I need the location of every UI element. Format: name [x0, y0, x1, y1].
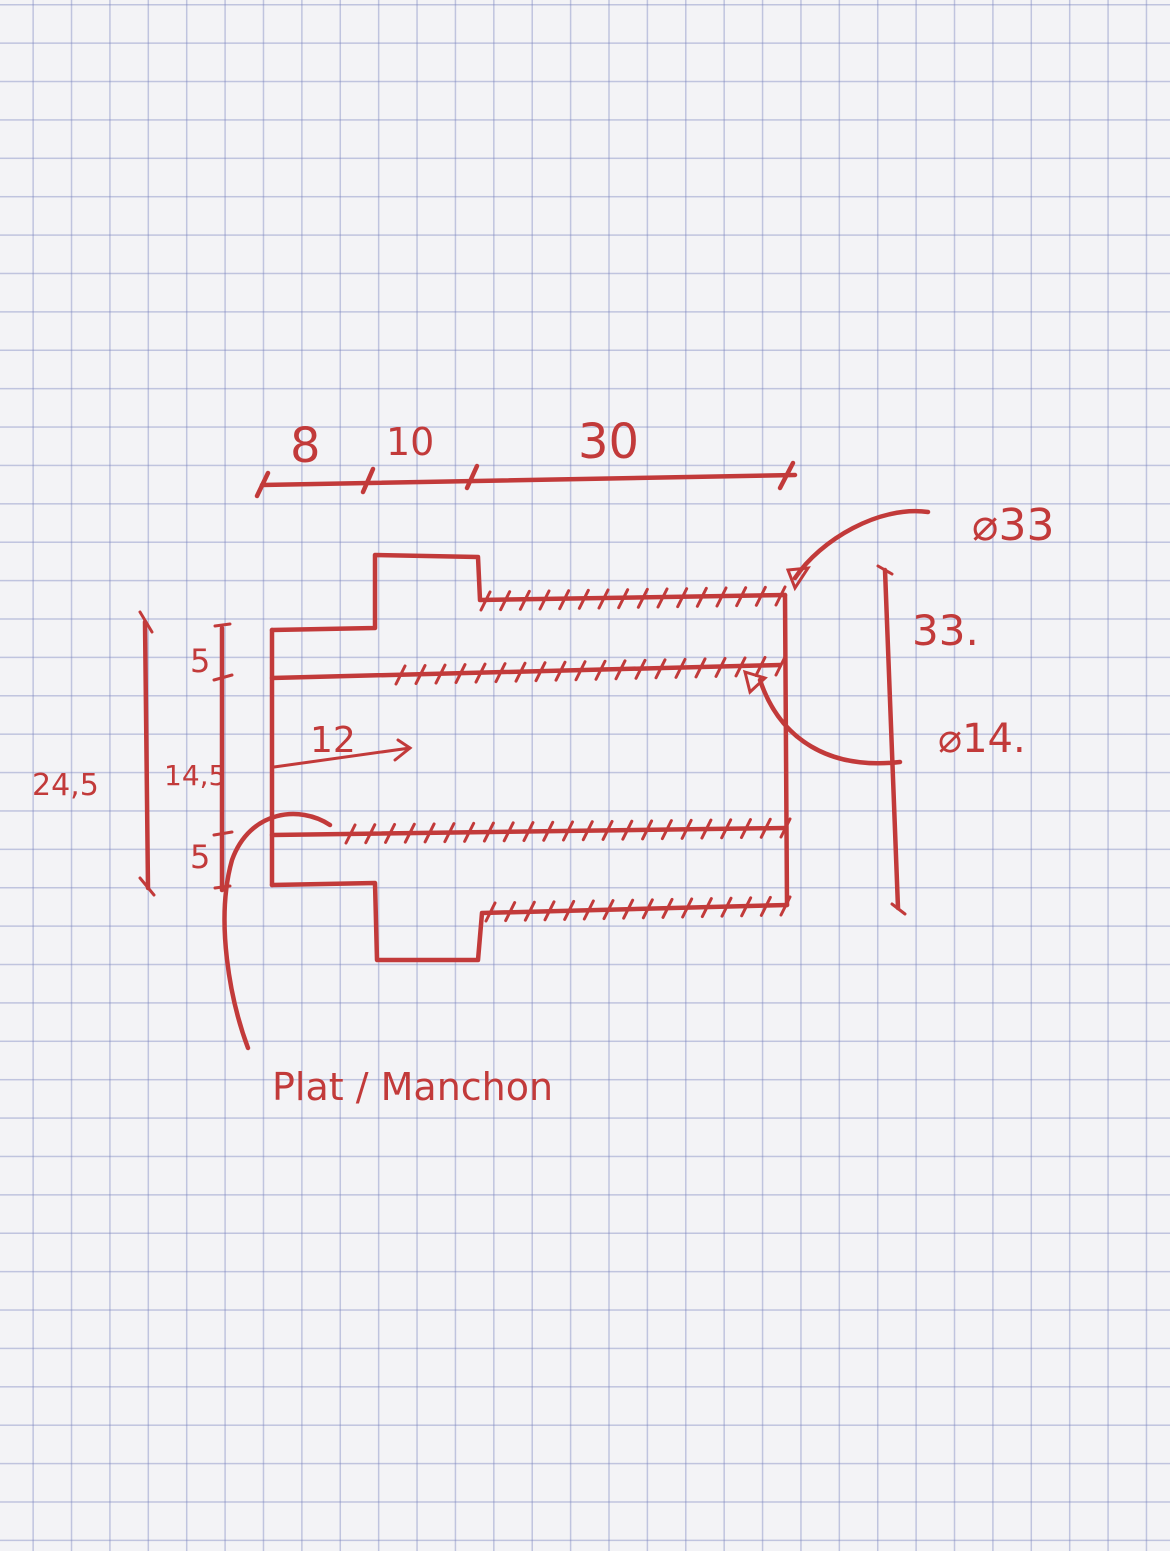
- bore-diameter-callout: ⌀14.: [938, 716, 1026, 762]
- inner-height-label: 14,5: [164, 759, 226, 792]
- height-dimension-lines: [140, 612, 232, 895]
- outer-diameter-callout: ⌀33: [972, 500, 1054, 551]
- length-dimension-line: [257, 463, 795, 496]
- total-height-label: 24,5: [32, 768, 99, 803]
- diameter-dimension-line: [878, 566, 905, 914]
- length-segment-2-label: 10: [386, 420, 434, 464]
- bottom-wall-label: 5: [190, 838, 210, 876]
- top-wall-label: 5: [190, 642, 210, 680]
- length-segment-1-label: 8: [290, 418, 321, 474]
- bore-depth-label: 12: [310, 720, 356, 761]
- thread-hatching: [346, 587, 790, 921]
- length-segment-3-label: 30: [578, 414, 639, 470]
- outer-diameter-dimension-label: 33.: [912, 606, 979, 655]
- note-label: Plat / Manchon: [272, 1065, 553, 1109]
- leader-lines: [225, 511, 928, 1048]
